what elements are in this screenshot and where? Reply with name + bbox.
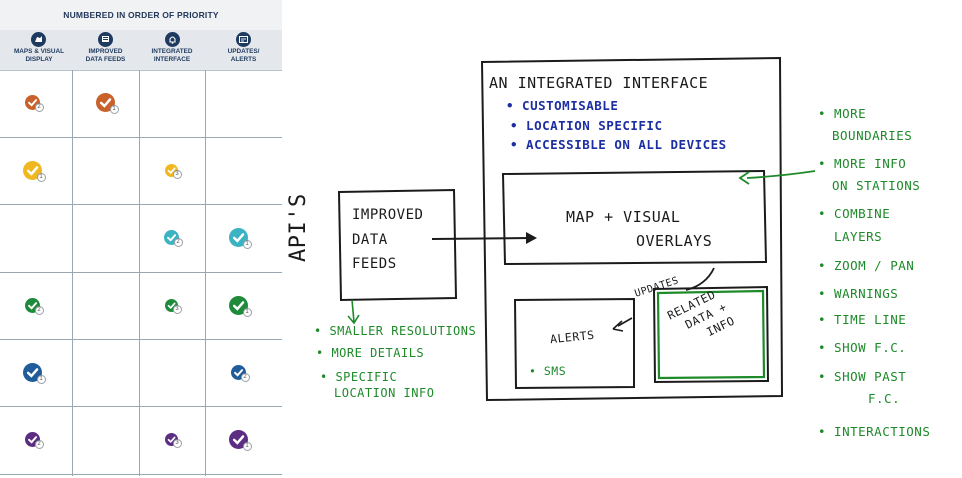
feeds-label: DATA — [352, 232, 388, 248]
alerts-box — [513, 297, 635, 390]
map-note: • SHOW F.C. — [818, 340, 907, 355]
data-feed-icon — [98, 32, 113, 47]
priority-number: 3 — [172, 170, 182, 179]
row-divider — [0, 204, 282, 205]
priority-number: 2 — [240, 373, 250, 382]
map-note: • ZOOM / PAN — [818, 258, 915, 273]
column-header-alerts: UPDATES/ALERTS — [205, 30, 282, 70]
column-label: DATA FEEDS — [85, 56, 126, 63]
related-box-highlight — [656, 289, 766, 380]
map-note: • WARNINGS — [818, 286, 899, 301]
interface-sketch: AN INTEGRATED INTERFACE • CUSTOMISABLE •… — [282, 0, 962, 478]
map-note: • SHOW PAST — [818, 369, 907, 384]
column-label: MAPS & VISUAL — [13, 48, 65, 55]
check-badge-icon: 1 — [228, 228, 252, 249]
map-box — [501, 169, 768, 266]
feed-note: LOCATION INFO — [334, 386, 435, 400]
row-divider — [0, 272, 282, 273]
check-badge-icon: 1 — [22, 363, 46, 384]
column-label: IMPROVED — [88, 48, 123, 55]
map-note: ON STATIONS — [832, 178, 921, 193]
check-badge-icon: 2 — [24, 432, 44, 449]
feeds-label: IMPROVED — [352, 207, 424, 223]
feed-notes-arrow — [351, 299, 355, 323]
map-note: BOUNDARIES — [832, 128, 913, 143]
map-icon — [31, 32, 46, 47]
map-note: • MORE — [818, 106, 867, 121]
map-note: • INTERACTIONS — [818, 424, 931, 439]
interface-frame — [480, 56, 784, 402]
priority-number: 1 — [109, 104, 119, 114]
check-badge-icon: 3 — [164, 433, 182, 448]
map-note: F.C. — [868, 391, 901, 406]
updates-line — [685, 267, 715, 291]
alerts-icon — [236, 32, 251, 47]
column-label: INTEGRATED — [151, 48, 193, 55]
feeds-label: FEEDS — [352, 256, 397, 272]
bullet-item: • CUSTOMISABLE — [506, 98, 619, 113]
check-badge-icon: 3 — [164, 299, 182, 314]
bullet-item: • ACCESSIBLE ON ALL DEVICES — [510, 137, 727, 152]
alerts-sms-label: • SMS — [529, 364, 567, 378]
feeds-box — [337, 188, 458, 302]
feeds-arrowhead — [526, 232, 537, 244]
column-divider — [205, 70, 206, 476]
priority-number: 3 — [172, 439, 182, 448]
priority-number: 2 — [34, 440, 44, 449]
priority-table: NUMBERED IN ORDER OF PRIORITY MAPS & VIS… — [0, 0, 282, 478]
map-note: LAYERS — [834, 229, 883, 244]
priority-number: 1 — [242, 308, 252, 317]
map-box-label: MAP + VISUAL — [566, 208, 681, 226]
check-badge-icon: 1 — [228, 296, 252, 317]
feed-note: • SPECIFIC — [320, 370, 398, 384]
column-divider — [139, 70, 140, 476]
priority-number: 2 — [34, 306, 44, 315]
column-label: ALERTS — [230, 56, 257, 63]
map-note: • COMBINE — [818, 206, 891, 221]
priority-number: 1 — [36, 375, 46, 384]
row-divider — [0, 474, 282, 475]
feeds-arrow — [431, 237, 533, 240]
priority-number: 1 — [36, 173, 46, 182]
check-badge-icon: 1 — [22, 161, 46, 182]
check-badge-icon: 1 — [95, 92, 119, 114]
row-divider — [0, 339, 282, 340]
column-divider — [72, 70, 73, 476]
row-divider — [0, 137, 282, 138]
feed-note: • MORE DETAILS — [316, 346, 425, 360]
check-badge-icon: 2 — [24, 298, 44, 315]
table-title: NUMBERED IN ORDER OF PRIORITY — [0, 0, 282, 30]
feed-note: • SMALLER RESOLUTIONS — [314, 324, 477, 338]
map-note: • TIME LINE — [818, 312, 907, 327]
check-badge-icon: 2 — [24, 94, 44, 112]
check-badge-icon: 3 — [164, 164, 182, 179]
priority-number: 2 — [34, 102, 44, 112]
sketch-lines — [337, 56, 816, 402]
row-divider — [0, 406, 282, 407]
column-label: INTERFACE — [153, 56, 191, 63]
check-badge-icon: 2 — [230, 365, 250, 382]
apis-label: API'S — [286, 193, 311, 262]
priority-number: 2 — [173, 238, 183, 247]
related-box — [652, 285, 770, 384]
priority-number: 1 — [242, 240, 252, 249]
notes-arrow — [746, 170, 816, 179]
bell-icon — [165, 32, 180, 47]
priority-number: 3 — [172, 305, 182, 314]
map-box-label: OVERLAYS — [636, 232, 713, 250]
interface-title: AN INTEGRATED INTERFACE — [489, 74, 709, 92]
priority-number: 1 — [242, 442, 252, 451]
check-badge-icon: 1 — [228, 430, 252, 451]
column-label: UPDATES/ — [227, 48, 260, 55]
map-note: • MORE INFO — [818, 156, 907, 171]
bullet-item: • LOCATION SPECIFIC — [510, 118, 663, 133]
alerts-arrow — [617, 317, 633, 327]
column-label: DISPLAY — [25, 56, 53, 63]
check-badge-icon: 2 — [163, 230, 183, 247]
